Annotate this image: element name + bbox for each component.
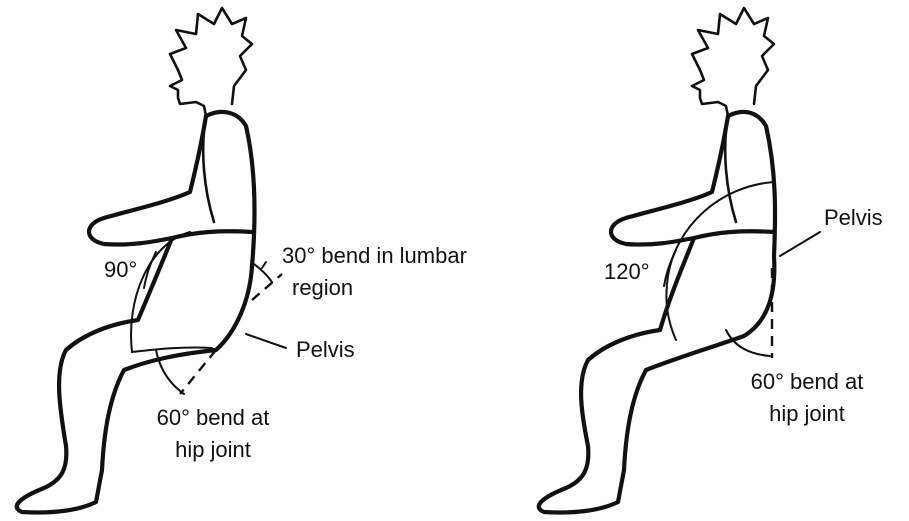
- right-hip-bend-label-line2: hip joint: [732, 400, 882, 428]
- left-hip-bend-label-line1: 60° bend at: [138, 404, 288, 432]
- right-arm-upper: [725, 116, 736, 222]
- left-pelvis-outline: [131, 232, 212, 352]
- right-seated-figure: [539, 8, 820, 513]
- left-arm-upper: [203, 116, 214, 222]
- left-pelvis-label: Pelvis: [296, 336, 355, 364]
- right-pelvis-pointer: [780, 232, 820, 256]
- right-arm-line: [694, 231, 774, 238]
- left-lumbar-label-line2: region: [292, 274, 353, 302]
- right-body-outline: [539, 112, 775, 513]
- right-pelvis-label: Pelvis: [824, 204, 883, 232]
- right-face: [692, 70, 728, 116]
- left-face: [170, 70, 206, 116]
- left-hip-angle-label: 90°: [104, 256, 137, 284]
- left-lumbar-label-line1: 30° bend in lumbar: [282, 242, 467, 270]
- right-hair: [692, 8, 774, 104]
- left-hip-bend-label-line2: hip joint: [138, 436, 288, 464]
- left-hair: [170, 8, 252, 104]
- right-hip-angle-label: 120°: [604, 258, 650, 286]
- left-lumbar-dashed: [252, 274, 282, 300]
- left-pelvis-pointer: [246, 334, 286, 348]
- right-hip-bend-label-line1: 60° bend at: [732, 368, 882, 396]
- left-hip-dashed: [180, 350, 216, 394]
- left-lumbar-tick: [262, 262, 266, 268]
